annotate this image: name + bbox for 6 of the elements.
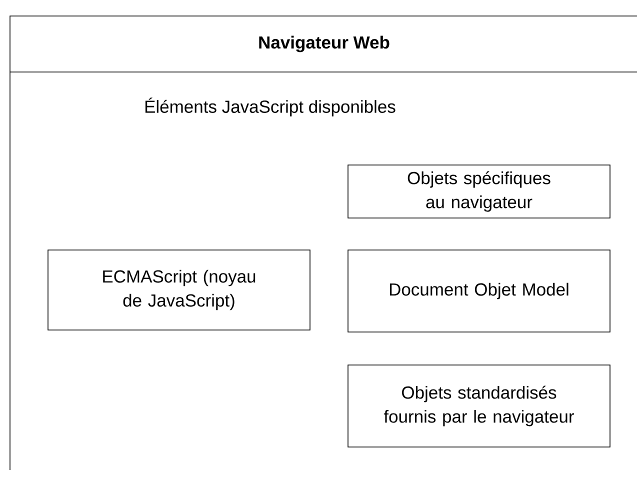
section-heading: Éléments JavaScript disponibles [145,98,396,116]
component-box: Objets standardisés fournis par le navigateur [348,364,610,448]
header-title: Navigateur Web [259,36,390,52]
component-box: ECMAScript (noyau de JavaScript) [48,250,310,330]
component-box: Document Objet Model [348,250,610,332]
component-box: Objets spécifiques au navigateur [348,164,610,218]
